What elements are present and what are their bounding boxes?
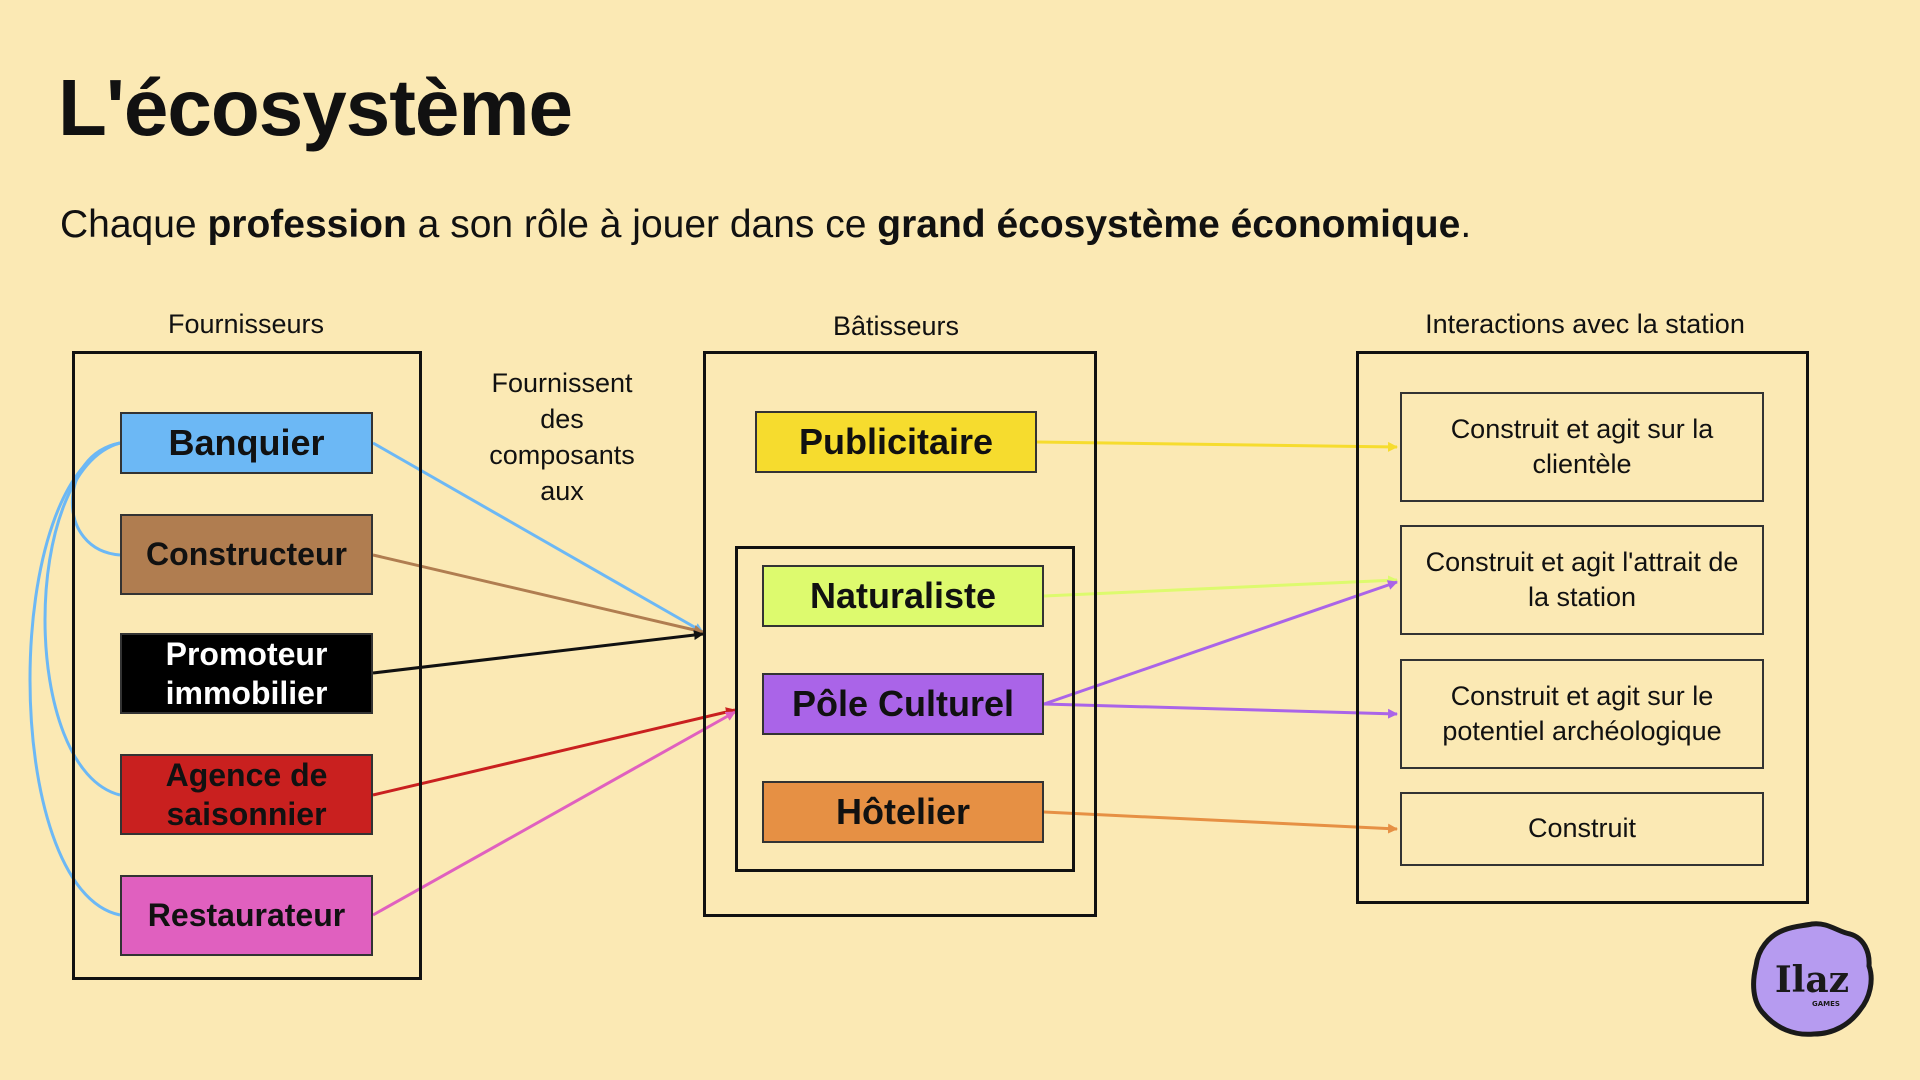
supplier-agence-de-saisonnier: Agence de saisonnier — [120, 754, 373, 835]
page-title: L'écosystème — [58, 63, 573, 152]
supplier-banquier: Banquier — [120, 412, 373, 474]
arrow-promoteur-batisseurs — [372, 630, 704, 675]
subtitle-part-3: . — [1460, 203, 1472, 246]
suppliers-frame — [72, 351, 422, 980]
builder-publicitaire: Publicitaire — [755, 411, 1037, 473]
supply-relation-line-1: Fournissent — [491, 368, 633, 398]
subtitle-part-1: Chaque — [60, 203, 208, 246]
arrow-pole-culturel-attrait — [1043, 580, 1398, 706]
column-label-builders: Bâtisseurs — [832, 311, 960, 341]
supplier-restaurateur: Restaurateur — [120, 875, 373, 956]
ilaz-games-logo: Ilaz GAMES — [1751, 921, 1874, 1037]
arrow-publicitaire-clientele — [1036, 440, 1398, 452]
subtitle-bold-2: grand écosystème économique — [877, 203, 1461, 246]
builder-pole-culturel: Pôle Culturel — [762, 673, 1044, 735]
builder-hotelier: Hôtelier — [762, 781, 1044, 843]
interaction-archeologique: Construit et agit sur le potentiel arché… — [1400, 659, 1764, 769]
supply-relation-line-3: composants — [489, 440, 635, 470]
arrow-banquier-batisseurs — [372, 441, 704, 634]
arrow-restaurateur-batisseurs — [372, 710, 736, 917]
supplier-constructeur: Constructeur — [120, 514, 373, 595]
subtitle-part-2: a son rôle à jouer dans ce — [406, 203, 878, 246]
supply-relation-label: Fournissent des composants aux — [462, 365, 662, 509]
link-banquier-agence — [43, 441, 121, 797]
interaction-construit: Construit — [1400, 792, 1764, 866]
column-label-suppliers: Fournisseurs — [167, 309, 325, 339]
logo-text: Ilaz — [1775, 959, 1849, 1001]
interaction-attrait: Construit et agit l'attrait de la statio… — [1400, 525, 1764, 635]
arrow-constructeur-batisseurs — [372, 553, 704, 635]
builders-inner-frame — [735, 546, 1075, 872]
interaction-clientele: Construit et agit sur la clientèle — [1400, 392, 1764, 502]
column-label-interactions: Interactions avec la station — [1425, 309, 1745, 339]
supplier-promoteur-immobilier: Promoteur immobilier — [120, 633, 373, 714]
supply-relation-line-2: des — [540, 404, 584, 434]
link-banquier-restaurateur — [28, 441, 121, 917]
builders-frame — [703, 351, 1097, 917]
builder-naturaliste: Naturaliste — [762, 565, 1044, 627]
supply-relation-line-4: aux — [540, 476, 584, 506]
subtitle-bold-1: profession — [207, 203, 407, 246]
arrow-hotelier-construit — [1043, 810, 1398, 834]
arrow-pole-culturel-archeologique — [1043, 702, 1398, 719]
arrow-naturaliste-attrait — [1043, 575, 1398, 598]
page-subtitle: Chaque profession a son rôle à jouer dan… — [60, 203, 1471, 247]
arrow-agence-batisseurs — [372, 707, 736, 797]
logo-subtext: GAMES — [1812, 1000, 1840, 1008]
interactions-frame — [1356, 351, 1809, 904]
